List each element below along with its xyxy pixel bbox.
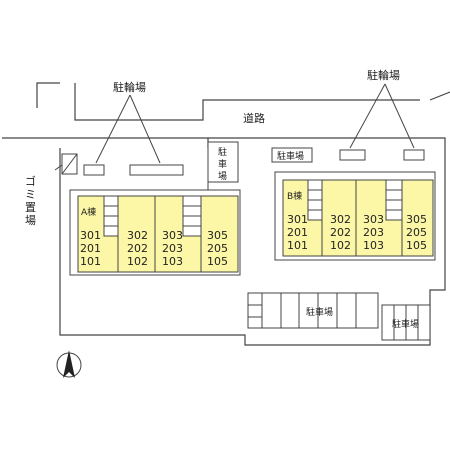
b-unit-1-3: 301: [287, 213, 308, 226]
parking-bottom-middle-label: 駐車場: [306, 306, 333, 318]
a-unit-4-3: 305: [207, 229, 228, 242]
a-unit-2-2: 202: [127, 242, 148, 255]
garbage-label-1: ゴ: [25, 174, 36, 188]
garbage-label-3: 置: [25, 201, 36, 214]
b-unit-3-3: 303: [363, 213, 384, 226]
parking-vertical-box: [207, 141, 239, 183]
b-unit-1-1: 101: [287, 239, 308, 252]
garbage-label-4: 場: [25, 214, 36, 227]
b-unit-1-2: 201: [287, 226, 308, 239]
parking-bottom-right-label: 駐車場: [392, 318, 419, 330]
bicycle-parking-right-label: 駐輪場: [367, 68, 400, 82]
bicycle-parking-left-label: 駐輪場: [113, 80, 146, 94]
a-unit-2-3: 302: [127, 229, 148, 242]
b-unit-2-2: 202: [330, 226, 351, 239]
a-unit-3-2: 203: [162, 242, 183, 255]
a-unit-4-1: 105: [207, 255, 228, 268]
parking-vertical-label-2: 車: [218, 158, 227, 170]
building-a: A棟 301 201 101 302 202 102 303 203 103 3…: [69, 189, 241, 276]
bicycle-parking-box-1: [83, 164, 105, 176]
a-unit-3-1: 103: [162, 255, 183, 268]
bicycle-parking-box-3: [339, 149, 366, 161]
b-unit-4-1: 105: [406, 239, 427, 252]
a-unit-1-1: 101: [80, 255, 101, 268]
b-unit-2-1: 102: [330, 239, 351, 252]
parking-top-box: [271, 147, 313, 163]
road-label: 道路: [243, 111, 265, 125]
b-unit-2-3: 302: [330, 213, 351, 226]
a-unit-1-2: 201: [80, 242, 101, 255]
parking-vertical-label-3: 場: [218, 170, 227, 182]
parking-bottom-right: [381, 304, 431, 341]
north-arrow-icon: [56, 350, 82, 378]
building-a-name: A棟: [81, 206, 96, 218]
a-unit-4-2: 205: [207, 242, 228, 255]
b-unit-3-1: 103: [363, 239, 384, 252]
building-b-name: B棟: [287, 190, 302, 202]
garbage-label-2: ミ: [25, 188, 36, 201]
parking-bottom-middle: [247, 292, 379, 329]
parking-vertical-label-1: 駐: [218, 146, 227, 158]
b-unit-4-3: 305: [406, 213, 427, 226]
bicycle-parking-pointers: [95, 83, 415, 164]
a-unit-3-3: 303: [162, 229, 183, 242]
parking-top-label: 駐車場: [277, 150, 304, 162]
bicycle-parking-box-4: [403, 149, 425, 161]
a-unit-1-3: 301: [80, 229, 101, 242]
a-unit-2-1: 102: [127, 255, 148, 268]
b-unit-3-2: 203: [363, 226, 384, 239]
b-unit-4-2: 205: [406, 226, 427, 239]
building-b: B棟 301 201 101 302 202 102 303 203 103 3…: [274, 171, 436, 261]
bicycle-parking-box-2: [129, 164, 184, 176]
